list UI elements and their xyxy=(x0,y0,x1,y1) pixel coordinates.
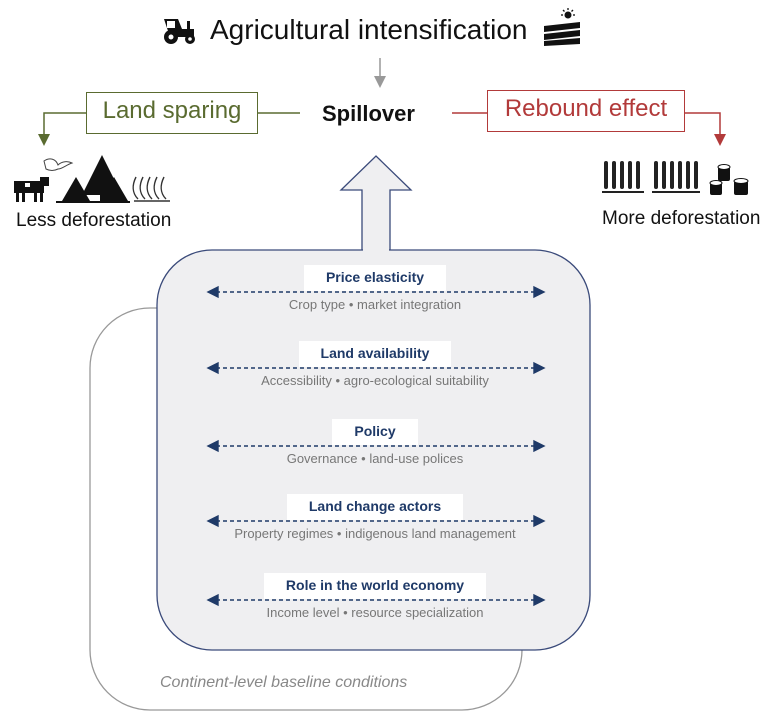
land-sparing-box: Land sparing xyxy=(86,92,258,134)
factor-price-elasticity: Price elasticity Crop type • market inte… xyxy=(160,265,590,312)
stumps-icon xyxy=(709,164,749,195)
less-deforestation-label: Less deforestation xyxy=(16,210,172,231)
field-icon xyxy=(544,8,580,46)
bird-icon xyxy=(43,158,74,171)
factor-role-in-world-economy: Role in the world economy Income level •… xyxy=(160,573,590,620)
land-sparing-icons xyxy=(14,155,170,203)
factor-land-change-actors: Land change actors Property regimes • in… xyxy=(160,494,590,541)
factor-title: Policy xyxy=(332,419,418,445)
factor-subtitle: Crop type • market integration xyxy=(288,297,462,312)
tractor-icon xyxy=(164,19,195,44)
factor-subtitle: Income level • resource specialization xyxy=(266,605,484,620)
rebound-icons xyxy=(602,161,749,195)
crops-icon xyxy=(602,161,700,193)
factor-subtitle: Accessibility • agro-ecological suitabil… xyxy=(261,373,489,388)
crops-icon xyxy=(132,176,170,202)
rebound-effect-box: Rebound effect xyxy=(487,90,685,132)
diagram-title: Agricultural intensification xyxy=(210,14,528,45)
factor-title: Land availability xyxy=(298,341,452,367)
factor-policy: Policy Governance • land-use polices xyxy=(160,419,590,466)
more-deforestation-label: More deforestation xyxy=(602,208,761,229)
trees-icon xyxy=(56,155,130,203)
factor-title: Price elasticity xyxy=(303,265,447,291)
spillover-label: Spillover xyxy=(322,101,415,126)
factor-subtitle: Property regimes • indigenous land manag… xyxy=(234,526,516,541)
cow-icon xyxy=(14,177,49,202)
factor-land-availability: Land availability Accessibility • agro-e… xyxy=(160,341,590,388)
upward-arrow xyxy=(339,155,413,259)
factor-subtitle: Governance • land-use polices xyxy=(286,451,464,466)
factor-title: Land change actors xyxy=(286,494,464,520)
factor-title: Role in the world economy xyxy=(263,573,487,599)
baseline-conditions-label: Continent-level baseline conditions xyxy=(160,674,408,691)
